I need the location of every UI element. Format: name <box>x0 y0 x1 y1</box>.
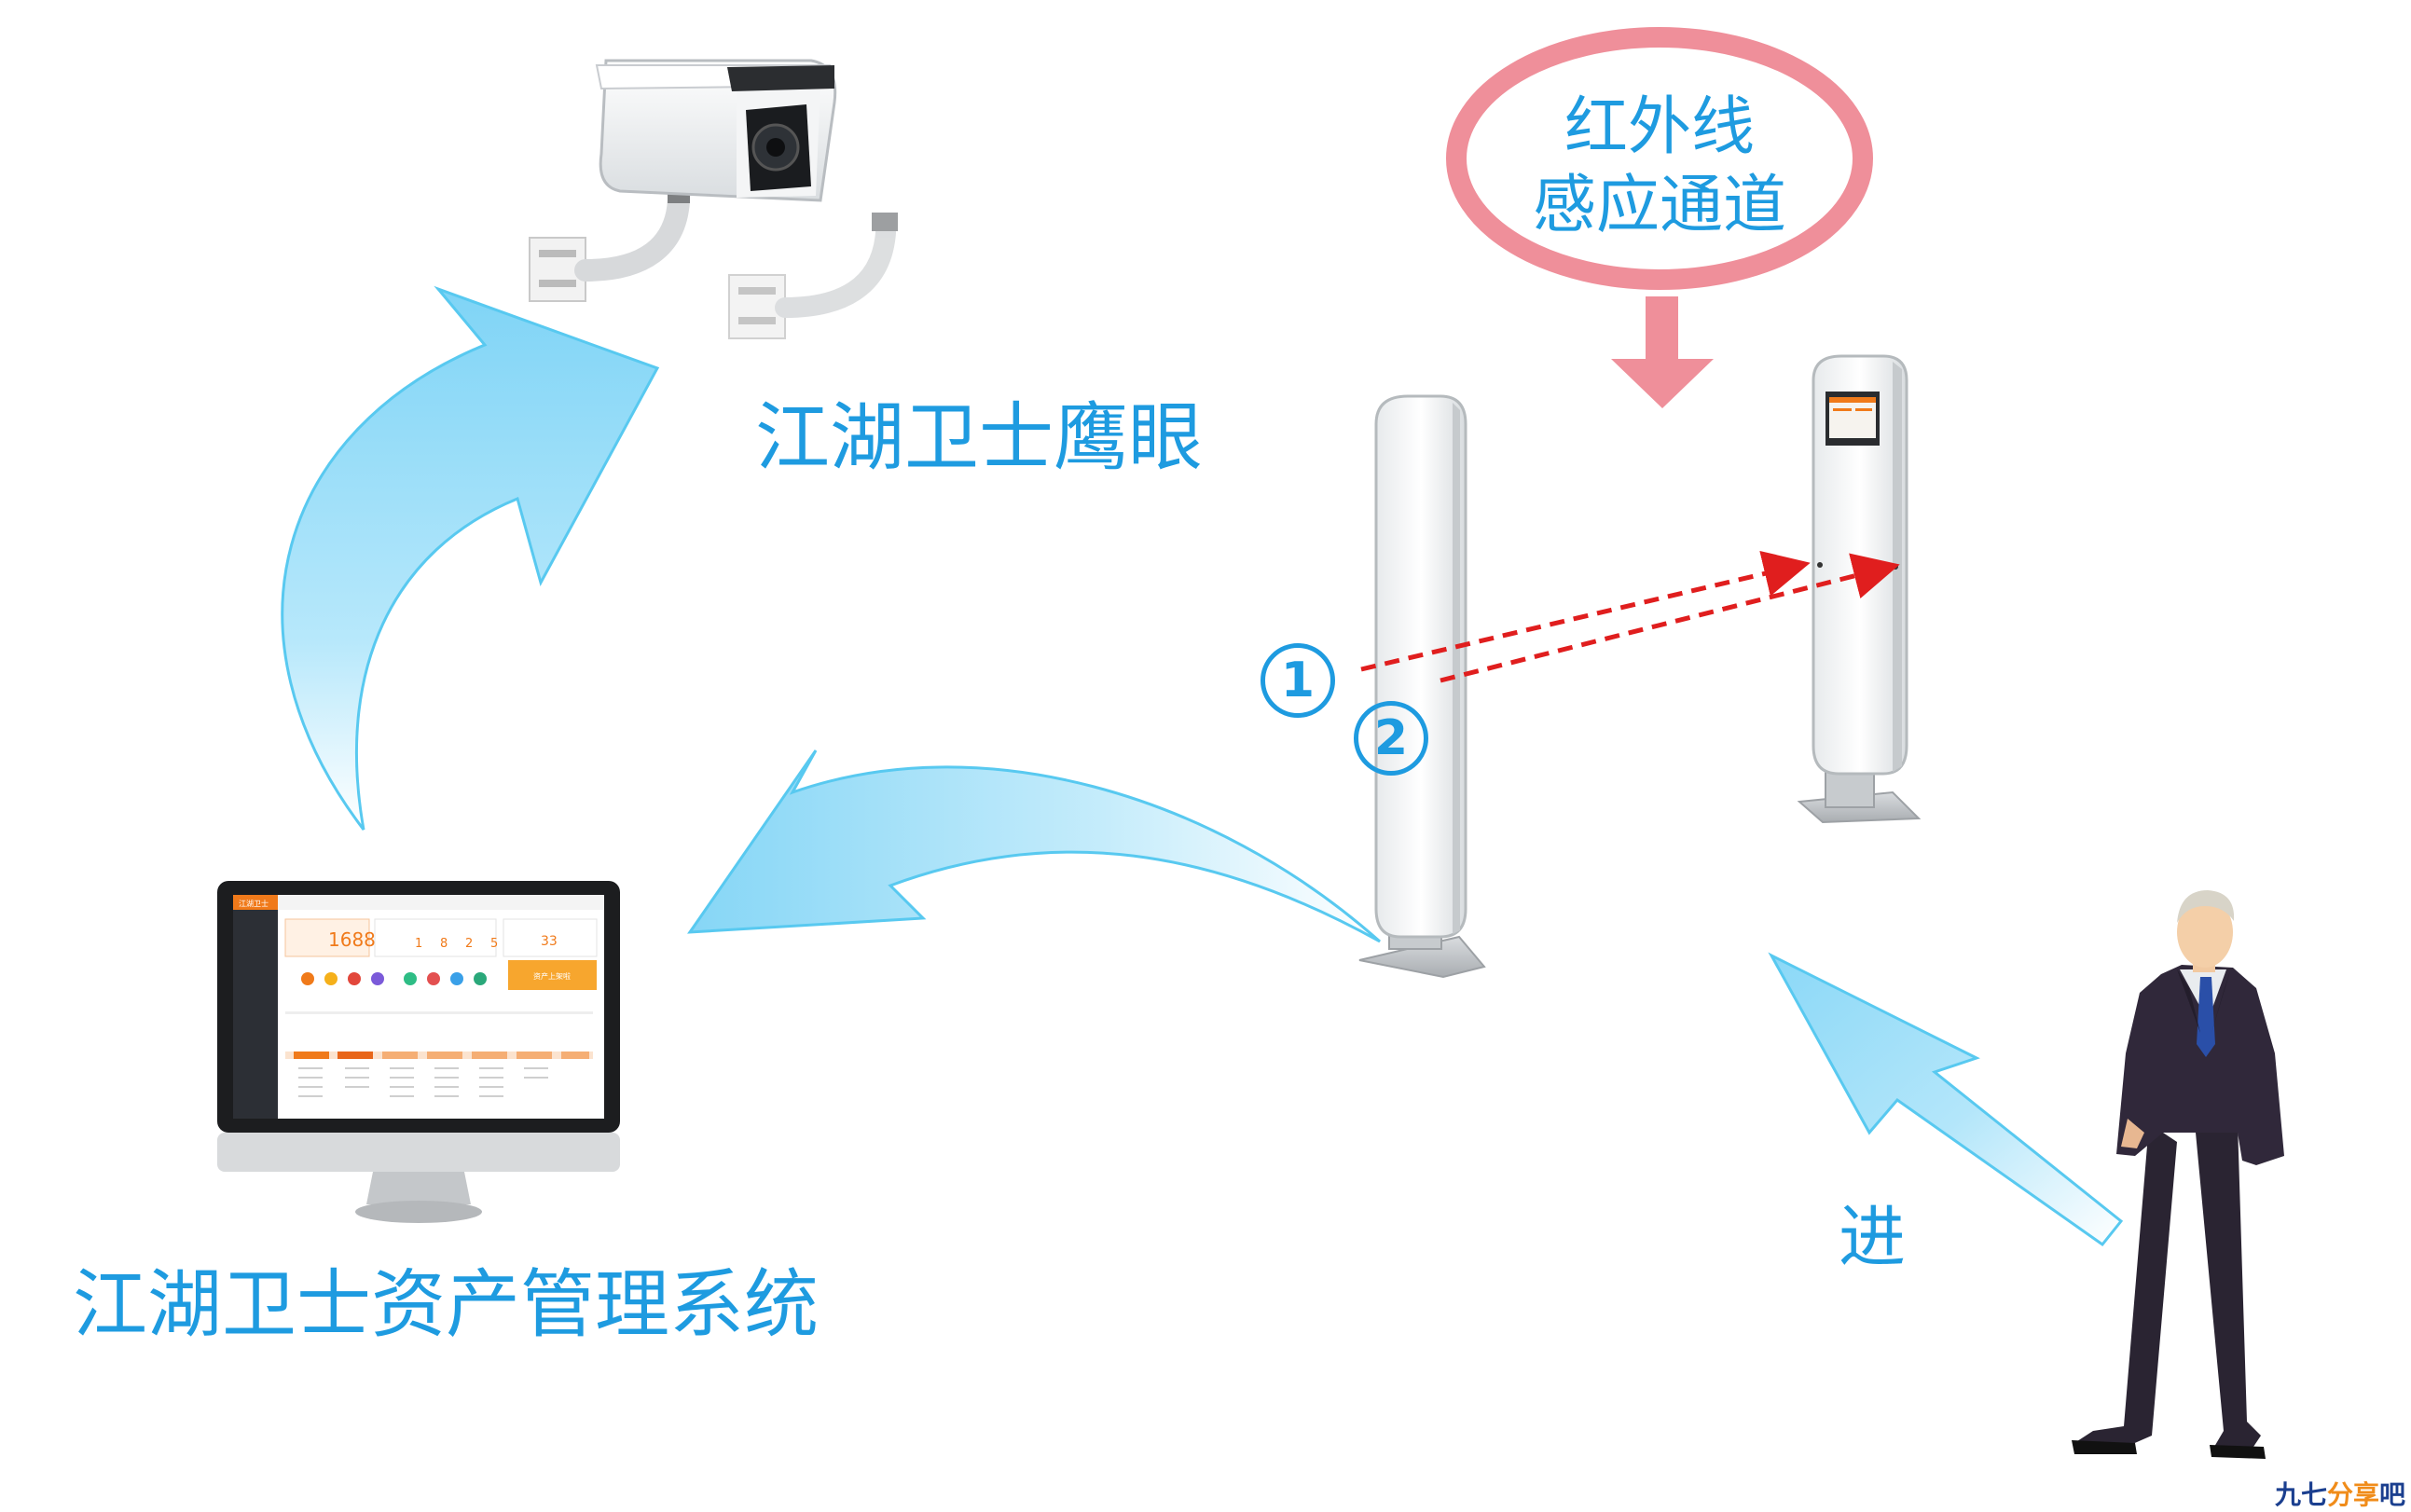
screen-logo: 江湖卫士 <box>239 899 269 908</box>
screen-icon-row <box>301 972 487 985</box>
camera-mount-ghost <box>728 213 898 339</box>
screen-big-number: 1688 <box>328 928 376 951</box>
beam-1-marker: 1 <box>1261 643 1335 718</box>
arrow-gate-to-system <box>687 749 1381 943</box>
beam-1 <box>1360 550 1811 672</box>
screen-side-number: 33 <box>541 934 558 949</box>
watermark-part-1: 九七 <box>2275 1479 2328 1510</box>
infrared-callout <box>1446 27 1873 408</box>
beam-2-marker: 2 <box>1354 701 1428 776</box>
monitor-illustration: 江湖卫士 1688 1 8 2 5 33 资产上架啦 <box>217 881 620 1223</box>
watermark-part-2: 分享 <box>2327 1479 2380 1510</box>
screen-stat-1: 1 <box>415 937 422 951</box>
beam-2 <box>1440 553 1900 683</box>
infrared-beams <box>1360 550 1900 683</box>
infrared-label: 红外线 感应通道 <box>1454 89 1865 245</box>
person-illustration <box>2072 890 2284 1459</box>
screen-sidebar <box>233 895 278 1119</box>
arrow-person-enter <box>1768 952 2124 1247</box>
camera-illustration <box>529 59 898 339</box>
watermark-part-3: 吧 <box>2379 1479 2406 1510</box>
infrared-label-line1: 红外线 <box>1564 90 1755 164</box>
camera-label: 江湖卫士鹰眼 <box>755 394 1203 481</box>
arrow-system-to-camera <box>281 285 660 831</box>
gate-right <box>1797 354 1922 824</box>
screen-stat-3: 2 <box>465 937 473 951</box>
watermark: 九七分享吧 <box>2275 1475 2405 1512</box>
asset-system-label: 江湖卫士资产管理系统 <box>73 1261 819 1348</box>
enter-label: 进 <box>1839 1198 1907 1276</box>
screen-stat-4: 5 <box>490 937 498 951</box>
infrared-label-line2: 感应通道 <box>1532 169 1786 242</box>
screen-steps <box>294 1052 589 1059</box>
screen-banner: 资产上架啦 <box>533 971 571 981</box>
gate-left <box>1358 394 1486 979</box>
screen-stat-2: 8 <box>440 937 448 951</box>
screen-text-lines <box>298 1067 548 1097</box>
